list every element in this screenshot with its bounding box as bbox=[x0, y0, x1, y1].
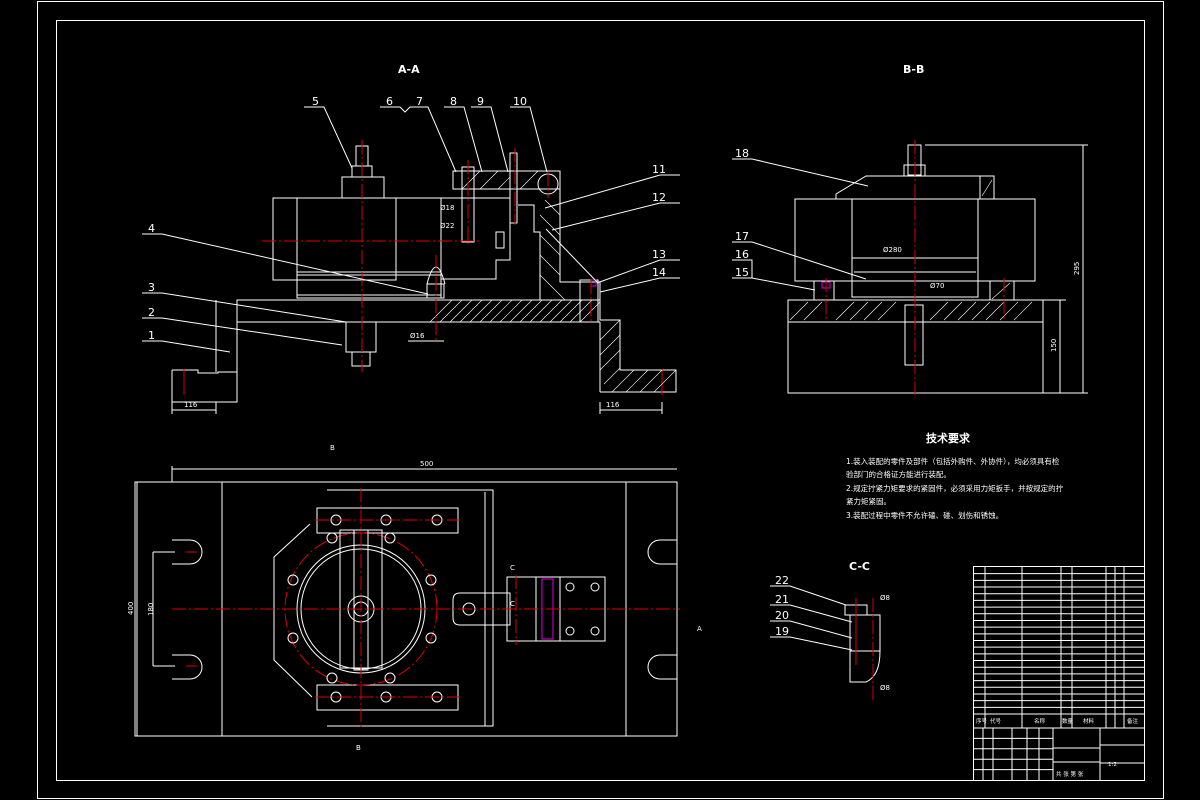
part-label-11: 11 bbox=[652, 163, 666, 176]
section-mark-b-bottom: B bbox=[356, 744, 361, 752]
dim-plan-width: 400 bbox=[127, 602, 135, 615]
tb-header-code: 代号 bbox=[990, 717, 1002, 725]
dim-plan-slot: 180 bbox=[147, 603, 155, 616]
section-b-b: B-B 295 150 bbox=[732, 63, 1088, 395]
dim-bb-height: 295 bbox=[1073, 262, 1081, 275]
title-block: 序号 代号 名称 数量 材料 备注 1:2 共 张 第 张 bbox=[973, 566, 1145, 781]
part-label-16: 16 bbox=[735, 248, 749, 261]
section-mark-b-top: B bbox=[330, 444, 335, 452]
part-label-22: 22 bbox=[775, 574, 789, 587]
view-title-aa: A-A bbox=[398, 63, 420, 76]
tech-req-line: 1.装入装配的零件及部件（包括外购件、外协件），均必须具有检 bbox=[846, 456, 1060, 466]
tech-req-line: 3.装配过程中零件不允许磕、碰、划伤和锈蚀。 bbox=[846, 510, 1003, 520]
dim-bb-d1: Ø280 bbox=[883, 246, 902, 254]
part-label-14: 14 bbox=[652, 266, 666, 279]
dim-aa-left: 116 bbox=[184, 401, 198, 409]
tb-header-qty: 数量 bbox=[1062, 717, 1074, 725]
tb-header-material: 材料 bbox=[1083, 717, 1095, 725]
part-label-7: 7 bbox=[416, 95, 423, 108]
tb-sheet: 共 张 第 张 bbox=[1056, 770, 1084, 778]
part-label-3: 3 bbox=[148, 281, 155, 294]
technical-requirements: 技术要求 1.装入装配的零件及部件（包括外购件、外协件），均必须具有检 验部门的… bbox=[846, 431, 1064, 520]
part-label-8: 8 bbox=[450, 95, 457, 108]
part-label-19: 19 bbox=[775, 625, 789, 638]
outer-frame bbox=[37, 1, 1164, 799]
dim-aa-right: 116 bbox=[606, 401, 620, 409]
view-title-cc: C-C bbox=[849, 560, 870, 573]
dim-cc-d2: Ø8 bbox=[880, 684, 890, 692]
section-mark-a: A bbox=[697, 625, 702, 633]
dim-bb-base: 150 bbox=[1050, 339, 1058, 352]
part-label-21: 21 bbox=[775, 593, 789, 606]
tech-req-line: 验部门的合格证方能进行装配。 bbox=[846, 469, 951, 479]
dim-plan-length: 500 bbox=[420, 460, 433, 468]
dim-cc-d1: Ø8 bbox=[880, 594, 890, 602]
dim-aa-d1: Ø18 bbox=[440, 204, 454, 212]
plan-view: 500 400 180 bbox=[127, 444, 702, 752]
tech-req-line: 紧力矩紧固。 bbox=[846, 496, 891, 506]
dim-bb-d2: Ø70 bbox=[930, 282, 944, 290]
dim-aa-d2: Ø22 bbox=[440, 222, 454, 230]
tb-header-name: 名称 bbox=[1034, 717, 1046, 725]
tb-scale: 1:2 bbox=[1108, 762, 1117, 768]
part-label-13: 13 bbox=[652, 248, 666, 261]
section-a-a: A-A bbox=[142, 63, 680, 414]
inner-frame bbox=[56, 20, 1145, 781]
view-title-bb: B-B bbox=[903, 63, 924, 76]
part-label-5: 5 bbox=[312, 95, 319, 108]
part-label-9: 9 bbox=[477, 95, 484, 108]
part-label-10: 10 bbox=[513, 95, 527, 108]
part-label-15: 15 bbox=[735, 266, 749, 279]
section-mark-c-top: C bbox=[510, 564, 515, 572]
dim-aa-d3: Ø16 bbox=[410, 332, 425, 340]
section-c-c: C-C Ø8 Ø8 22 21 20 19 bbox=[770, 560, 890, 700]
part-label-6: 6 bbox=[386, 95, 393, 108]
tb-header-note: 备注 bbox=[1127, 717, 1139, 725]
part-label-1: 1 bbox=[148, 329, 155, 342]
part-label-18: 18 bbox=[735, 147, 749, 160]
part-label-20: 20 bbox=[775, 609, 789, 622]
part-label-2: 2 bbox=[148, 306, 155, 319]
part-label-4: 4 bbox=[148, 222, 155, 235]
part-label-12: 12 bbox=[652, 191, 666, 204]
part-leaders-aa: 5 6 7 8 9 10 11 12 13 14 4 3 2 bbox=[142, 95, 680, 353]
tech-req-title: 技术要求 bbox=[926, 431, 971, 445]
tech-req-line: 2.规定拧紧力矩要求的紧固件，必须采用力矩扳手，并按规定的拧 bbox=[846, 483, 1064, 493]
tb-header-no: 序号 bbox=[976, 717, 988, 725]
section-mark-c-bottom: C bbox=[510, 600, 515, 608]
part-label-17: 17 bbox=[735, 230, 749, 243]
